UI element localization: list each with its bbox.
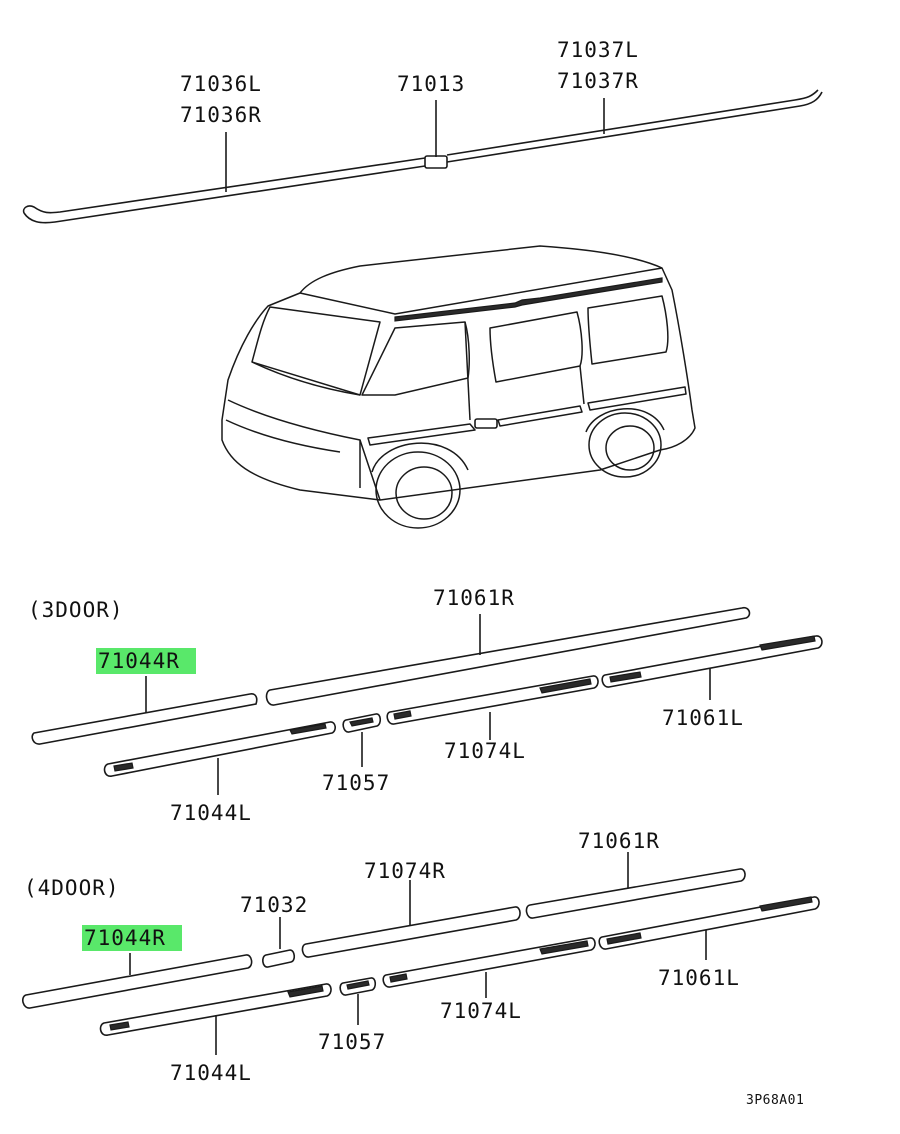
part-71044l-4door [99,983,332,1036]
part-71061r-3door [265,606,751,706]
part-71044r-3door [31,693,258,745]
label-71044r-4door: 71044R [84,926,166,950]
part-71074r-4door [301,906,521,958]
label-71057-3door: 71057 [322,771,390,795]
label-71074r-4door: 71074R [364,859,446,883]
label-71037l: 71037L [557,38,639,62]
label-71044l-3door: 71044L [170,801,252,825]
part-71032-4door [262,949,296,968]
label-71074l-3door: 71074L [444,739,526,763]
part-71061r-4door [525,868,746,919]
label-71044r-3door: 71044R [98,649,180,673]
roof-molding-joint [424,155,448,169]
highlight-71044r-4door [82,925,182,951]
highlight-71044r-3door [96,648,196,674]
section-title-3door: (3DOOR) [28,598,124,622]
label-71032-4door: 71032 [240,893,308,917]
part-71044l-3door [103,721,336,777]
figure-reference-code: 3P68A01 [746,1093,804,1108]
label-71057-4door: 71057 [318,1030,386,1054]
label-71036r: 71036R [180,103,262,127]
label-71061l-4door: 71061L [658,966,740,990]
section-4door: (4DOOR) 71044R 71032 71074R 71061R 71044… [21,829,820,1085]
label-71061l-3door: 71061L [662,706,744,730]
label-71061r-4door: 71061R [578,829,660,853]
part-71044r-4door [21,954,253,1009]
label-71044l-4door: 71044L [170,1061,252,1085]
section-title-4door: (4DOOR) [24,876,120,900]
label-71061r-3door: 71061R [433,586,515,610]
roof-molding-group: 71036L 71036R 71013 71037L 71037R [22,38,823,224]
label-71036l: 71036L [180,72,262,96]
van-illustration [221,245,696,529]
label-71037r: 71037R [557,69,639,93]
label-71013: 71013 [397,72,465,96]
section-3door: (3DOOR) 71044R 71061R 71044L 71057 71074… [28,586,823,825]
label-71074l-4door: 71074L [440,999,522,1023]
roof-molding-strip [22,89,823,224]
